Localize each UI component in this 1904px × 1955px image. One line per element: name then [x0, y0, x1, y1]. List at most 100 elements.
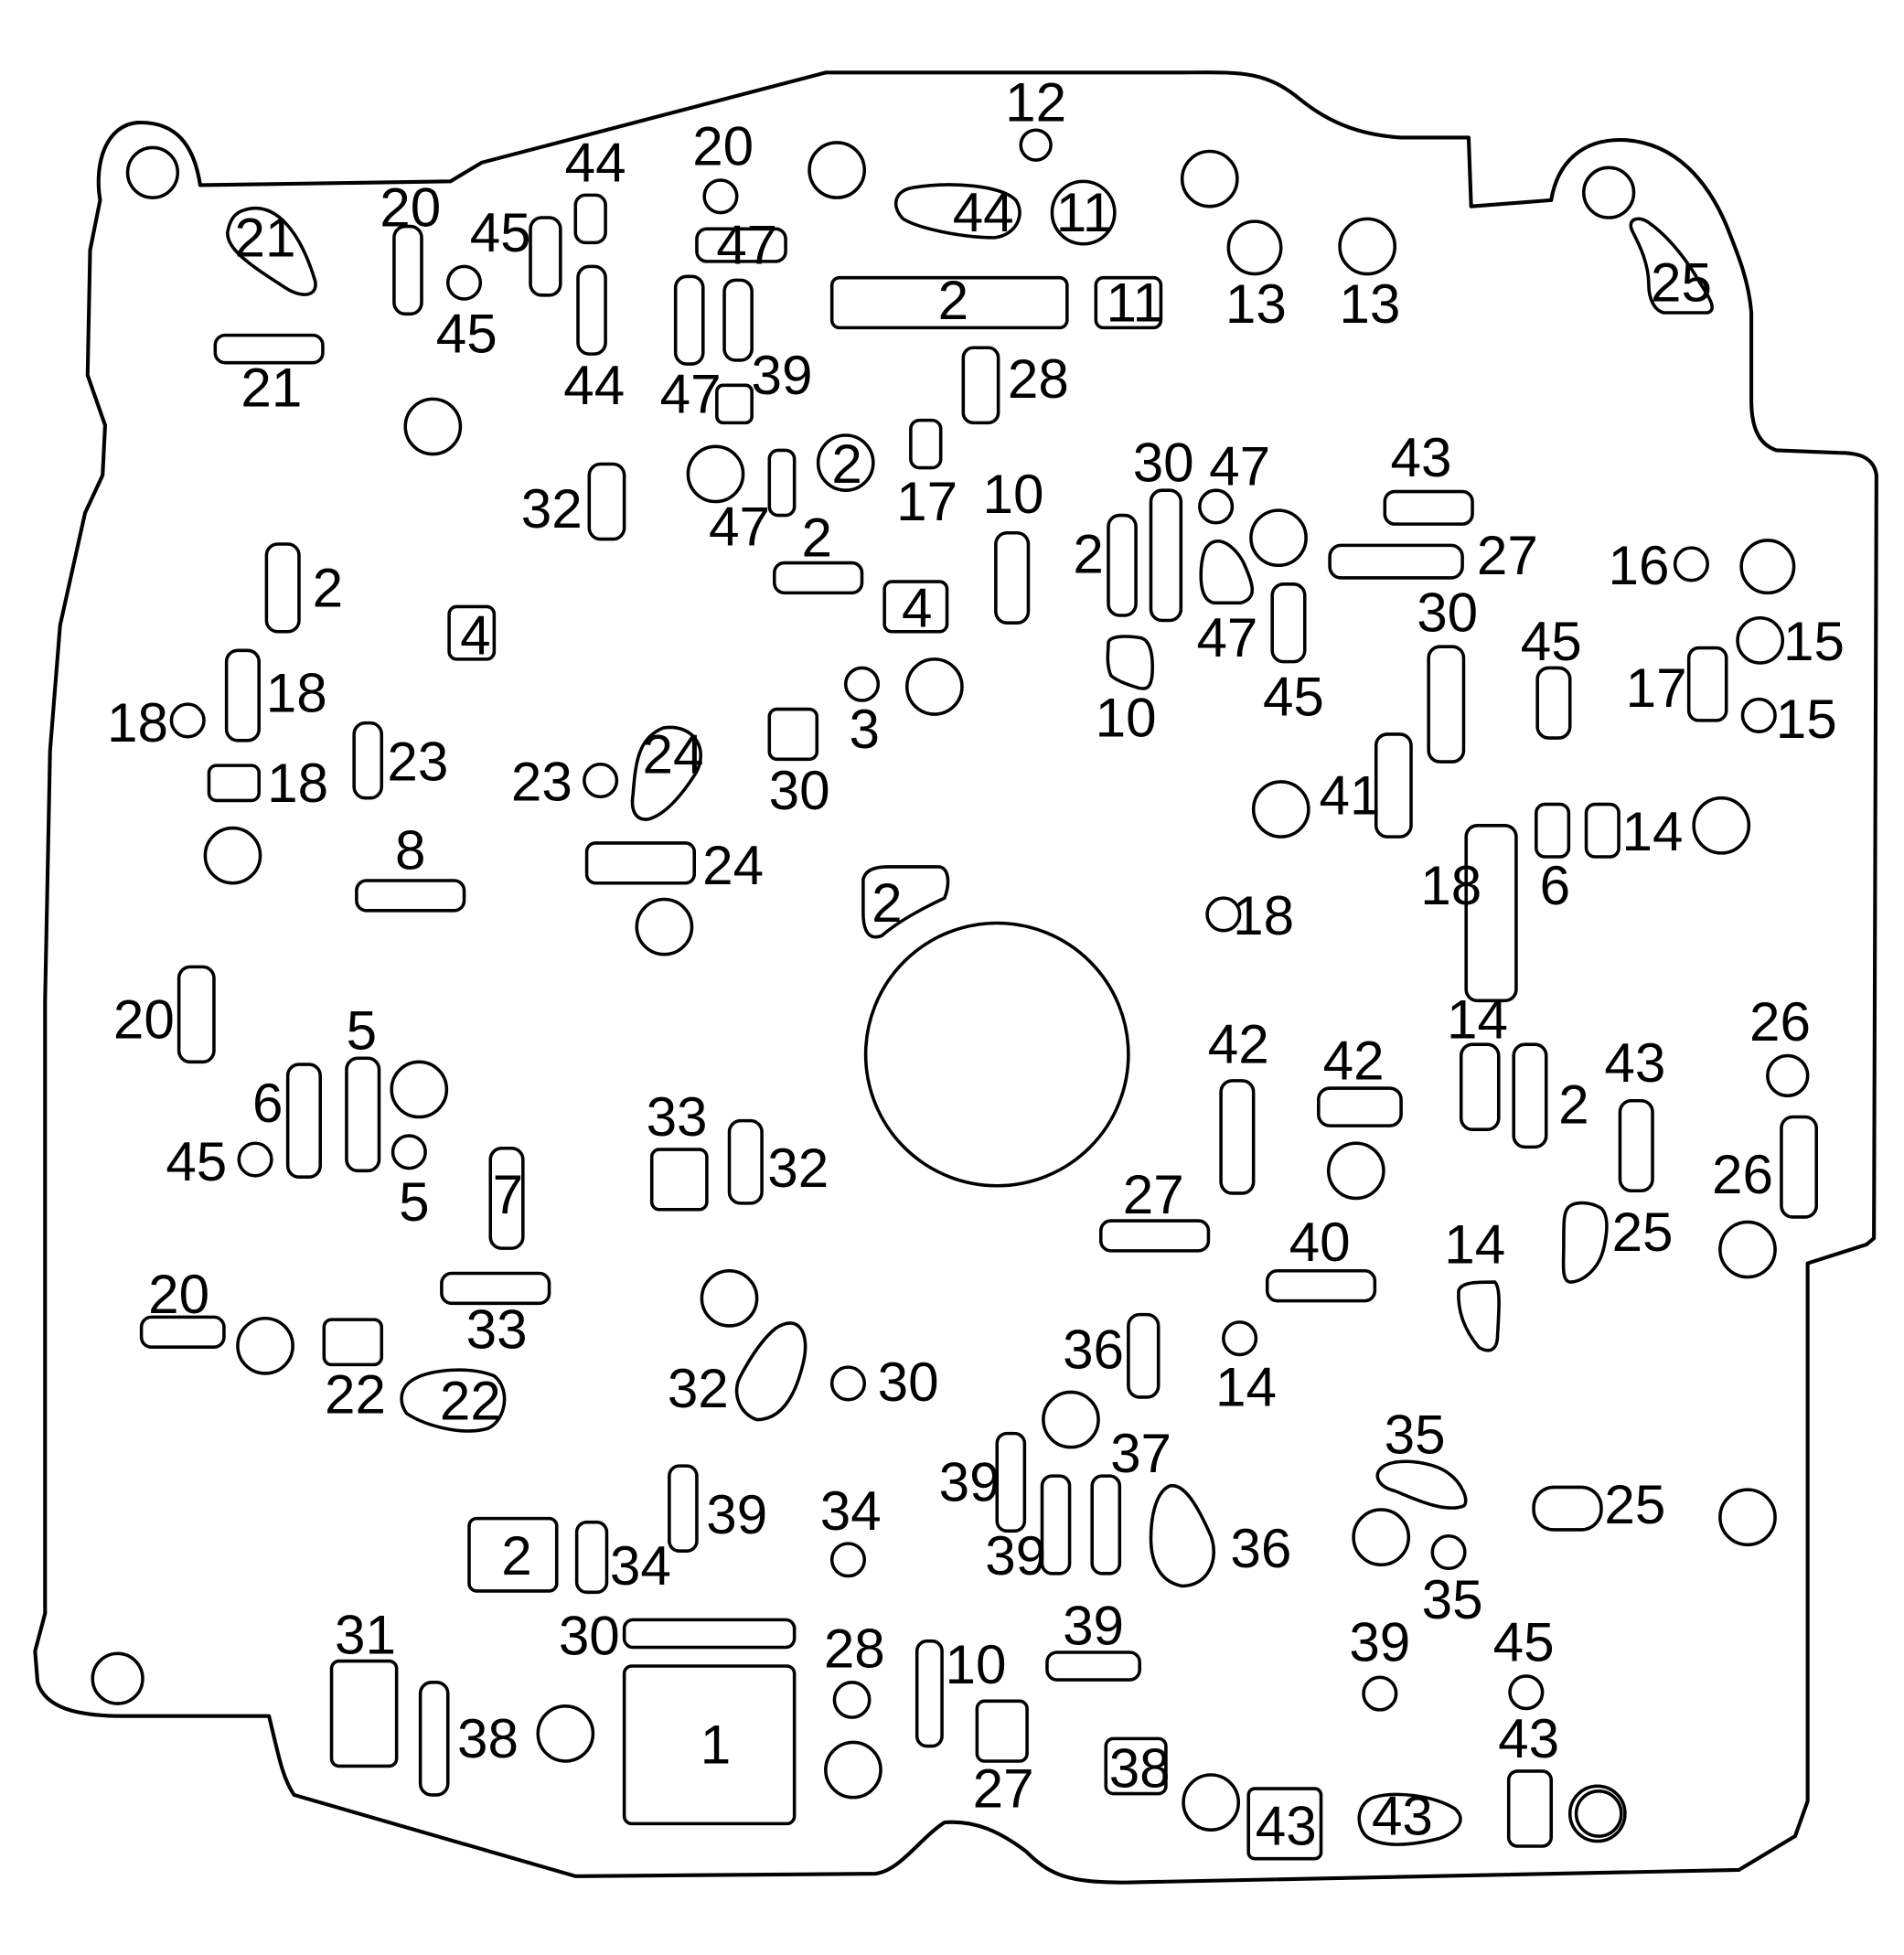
feature-circle-outline [702, 178, 739, 215]
feature-circle-outline [816, 433, 875, 492]
feature-slot-outline [1512, 1042, 1548, 1149]
feature-tear-outline [226, 207, 317, 296]
feature-number-label: 26 [1712, 1144, 1773, 1205]
feature-slot: 38 [418, 1681, 519, 1797]
feature-slot-outline [829, 275, 1069, 330]
feature-slot-outline [909, 418, 943, 470]
feature-circle: 47 [1198, 436, 1270, 525]
feature-number-label: 39 [985, 1525, 1046, 1586]
feature-circle [1718, 1488, 1777, 1547]
feature-slot-outline [139, 1315, 226, 1349]
feature-number-label: 16 [1608, 535, 1669, 596]
feature-circle [403, 397, 463, 456]
feature-slot: 2 [1512, 1042, 1589, 1149]
feature-slot: 14 [1584, 801, 1684, 862]
feature-number-label: 25 [1651, 252, 1712, 314]
feature-circle: 35 [1422, 1533, 1483, 1630]
feature-slot-outline [587, 462, 626, 541]
feature-rect-outline [1094, 275, 1163, 330]
feature-circle [1251, 780, 1310, 839]
feature-circle [91, 1651, 144, 1705]
feature-slot-outline [1532, 1485, 1603, 1532]
feature-slot: 6 [1535, 802, 1571, 916]
feature-slot: 17 [896, 418, 957, 532]
feature-number-label: 14 [1444, 1214, 1505, 1276]
feature-slot-outline [1780, 1115, 1818, 1219]
feature-tear: 22 [400, 1368, 507, 1433]
feature-number-label: 39 [751, 345, 812, 406]
feature-tear: 25 [1561, 1201, 1674, 1284]
feature-circle-outline [829, 1542, 867, 1578]
feature-circle-outline [1692, 796, 1751, 855]
feature-slot-outline [1127, 1312, 1161, 1399]
feature-number-label: 47 [709, 496, 770, 557]
feature-circle-outline [1718, 1220, 1777, 1279]
feature-rect-outline [767, 707, 819, 762]
feature-slot-outline [1040, 1474, 1072, 1576]
feature-circle-outline [824, 1740, 882, 1800]
feature-number-label: 22 [325, 1364, 386, 1426]
feature-circle-outline [808, 141, 867, 199]
feature-number-label: 34 [610, 1535, 671, 1597]
feature-slot-outline [1535, 802, 1571, 859]
feature-slot: 6 [252, 1063, 322, 1179]
feature-number-label: 30 [769, 760, 830, 821]
feature-circle-outline [91, 1651, 144, 1705]
feature-slot-outline [418, 1681, 450, 1797]
feature-tear-outline [734, 1321, 808, 1422]
feature-number-label: 14 [1622, 801, 1684, 862]
feature-number-label: 33 [466, 1299, 528, 1361]
feature-circle [904, 657, 964, 716]
feature-slot-outline [994, 530, 1031, 625]
feature-circle: 45 [166, 1131, 273, 1192]
feature-number-label: 10 [983, 464, 1044, 525]
feature-number-label: 31 [335, 1604, 396, 1665]
feature-circle-outline [445, 264, 483, 301]
feature-circle-outline [1042, 1390, 1100, 1449]
feature-number-label: 24 [642, 723, 703, 785]
feature-slot: 42 [1208, 1014, 1269, 1195]
feature-slot-outline [995, 1431, 1027, 1533]
feature-rect: 2 [467, 1516, 559, 1593]
feature-number-label: 32 [668, 1358, 729, 1419]
feature-rect-outline [715, 383, 754, 425]
feature-circle-outline [635, 897, 694, 956]
feature-circle [863, 921, 1130, 1188]
feature-slot: 32 [727, 1118, 829, 1205]
feature-number-label: 42 [1323, 1030, 1385, 1091]
feature-slot-outline [264, 542, 301, 634]
feature-slot: 25 [1532, 1474, 1665, 1535]
feature-circle-outline [1766, 1053, 1810, 1098]
feature-rect-outline [882, 580, 949, 634]
feature-number-label: 45 [1263, 666, 1324, 727]
feature-number-label: 27 [1477, 525, 1538, 586]
feature-number-label: 23 [387, 732, 448, 793]
feature-circle-outline [237, 1141, 273, 1178]
feature-number-label: 11 [1056, 182, 1113, 243]
feature-circle [390, 1060, 449, 1119]
feature-number-label: 38 [457, 1708, 519, 1769]
feature-number-label: 41 [1320, 764, 1381, 826]
feature-circle-outline [1050, 179, 1117, 246]
feature-circle: 45 [1493, 1612, 1555, 1711]
feature-number-label: 38 [1109, 1738, 1171, 1800]
feature-number-label: 5 [399, 1171, 429, 1233]
feature-number-label: 39 [1349, 1612, 1410, 1673]
feature-slot-outline [1328, 543, 1464, 580]
feature-slot-outline [176, 965, 216, 1064]
feature-tear: 2 [861, 865, 950, 939]
feature-rect-outline [322, 1318, 384, 1367]
feature-slot: 32 [521, 462, 626, 541]
feature-rect: 1 [622, 1664, 797, 1826]
feature-slot-outline [695, 227, 787, 263]
feature-number-label: 17 [1626, 657, 1687, 719]
feature-slot: 43 [1604, 1032, 1665, 1193]
feature-circle: 20 [692, 116, 754, 215]
feature-circle-outline [236, 1316, 294, 1375]
feature-slot-outline [1618, 1098, 1654, 1193]
feature-number-label: 3 [850, 699, 880, 760]
feature-circle-outline [1508, 1674, 1545, 1711]
feature-tear: 10 [1096, 635, 1157, 749]
feature-rect: 11 [1094, 272, 1163, 334]
feature-circle [1042, 1390, 1100, 1449]
